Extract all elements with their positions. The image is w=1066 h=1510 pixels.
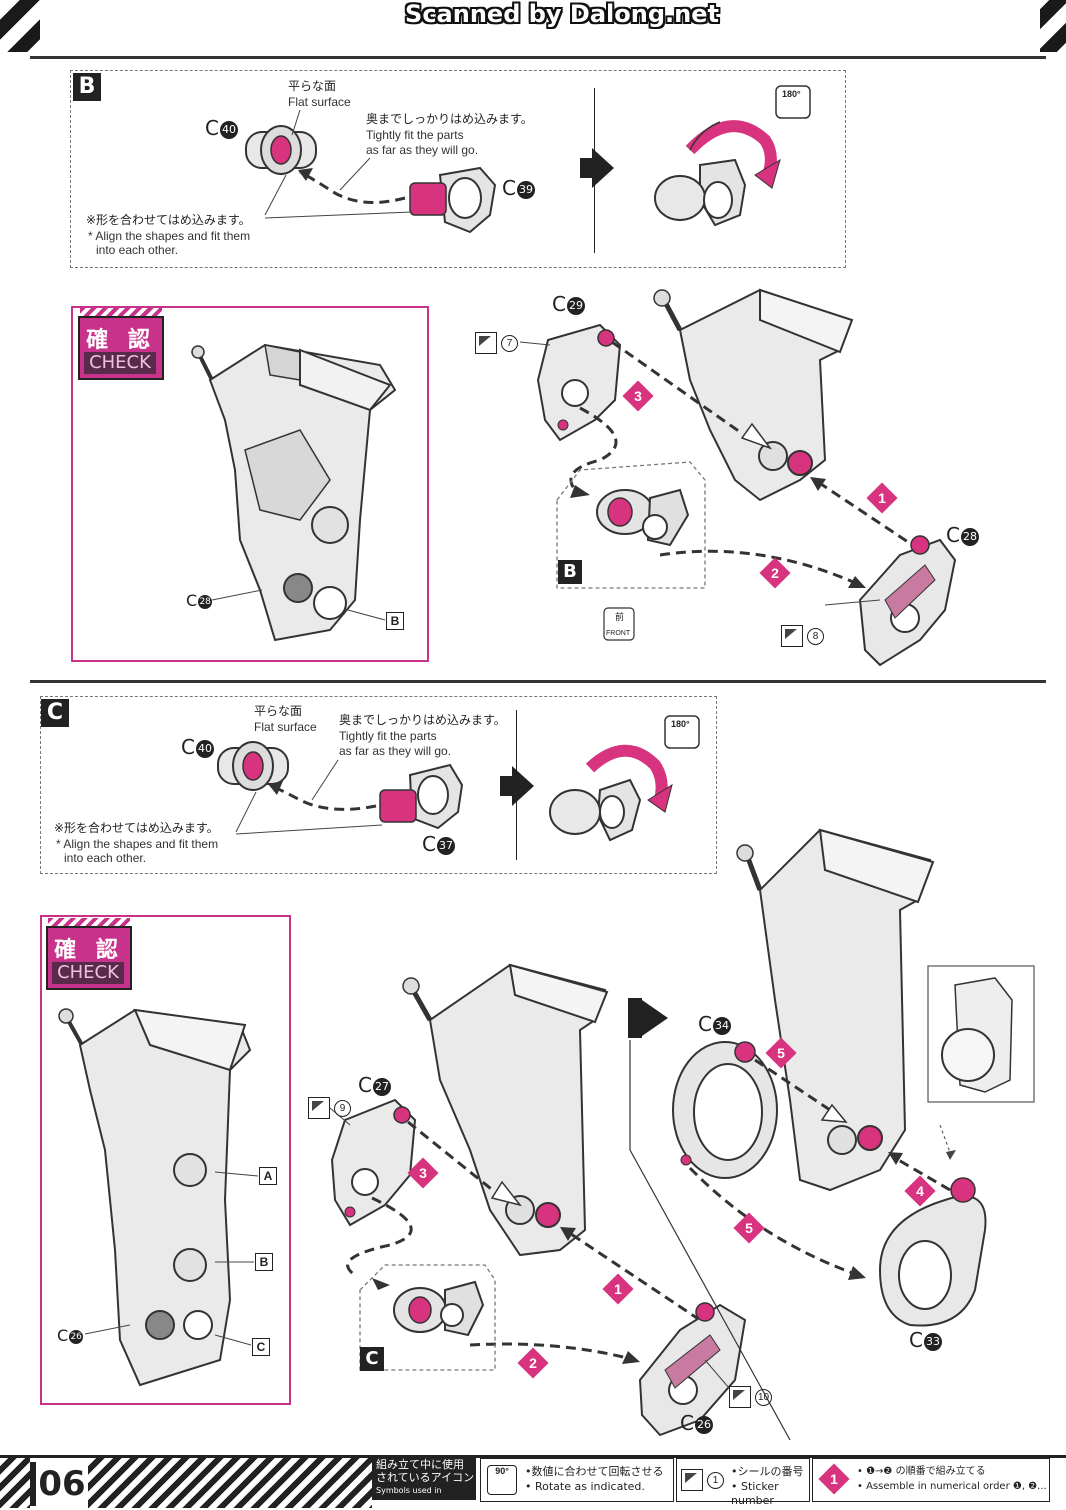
panel-b-fit-jp: 奥までしっかりはめ込みます。 <box>366 112 533 126</box>
assembly-c-step-5b: 5 <box>733 1212 765 1244</box>
panel-c-fit-jp: 奥までしっかりはめ込みます。 <box>339 713 506 727</box>
panel-c-align-en-2: into each other. <box>64 851 147 865</box>
assembly-c-step-2: 2 <box>517 1347 549 1379</box>
front-icon-jp: 前 <box>615 612 625 622</box>
panel-c-flat-jp: 平らな面 <box>254 704 303 718</box>
panel-b-flat-en: Flat surface <box>288 95 351 109</box>
assembly-c-step-4: 4 <box>904 1175 936 1207</box>
legend-order-jp: • ❶→❷ の順番で組み立てる <box>857 1466 986 1477</box>
check-c-marker-a: A <box>259 1167 277 1185</box>
assembly-b-sticker-8: 8 <box>781 625 824 647</box>
check-c-badge: 確 認 CHECK <box>46 918 132 990</box>
panel-b-align-jp: ※形を合わせてはめ込みます。 <box>86 213 251 227</box>
panel-c-fit-en-2: as far as they will go. <box>339 744 452 758</box>
assembly-c-sticker-9: 9 <box>308 1097 351 1119</box>
panel-c-align-jp: ※形を合わせてはめ込みます。 <box>54 821 219 835</box>
section-rule <box>30 680 1046 683</box>
legend-rotate-en: • Rotate as indicated. <box>525 1480 645 1493</box>
footer-stripe <box>0 1458 30 1508</box>
header-inner <box>40 0 1040 52</box>
legend-rotate: 90° •数値に合わせて回転させる • Rotate as indicated. <box>480 1458 674 1502</box>
legend-sticker-en: • Sticker number <box>731 1480 779 1507</box>
panel-c-letter: C <box>41 699 69 727</box>
check-b-marker-b: B <box>386 612 404 630</box>
panel-b-result-drawing <box>654 120 781 227</box>
legend-sticker-icon: 1 <box>681 1469 724 1491</box>
assembly-c-step-5a: 5 <box>765 1037 797 1069</box>
legend-order-icon: 1 <box>818 1463 850 1495</box>
panel-c-fit-en-1: Tightly fit the parts <box>339 729 437 743</box>
assembly-c-sticker-10: 10 <box>729 1386 772 1408</box>
legend-sticker: 1 •シールの番号 • Sticker number <box>676 1458 810 1507</box>
page-number: 06 <box>30 1462 88 1506</box>
assembly-c-step-3: 3 <box>407 1157 439 1189</box>
panel-b-fit-en-1: Tightly fit the parts <box>366 128 464 142</box>
panel-c-rotate-label: 180° <box>671 719 690 729</box>
legend-sticker-jp: •シールの番号 <box>731 1465 804 1478</box>
panel-c-align-en-1: * Align the shapes and fit them <box>56 837 219 851</box>
legend-rotate-jp: •数値に合わせて回転させる <box>525 1465 664 1478</box>
panel-b-fit-en-2: as far as they will go. <box>366 143 479 157</box>
panel-b-align-en-2: into each other. <box>96 243 179 257</box>
part-c39-drawing <box>409 166 497 234</box>
assembly-b-sub-marker: B <box>558 560 582 584</box>
part-c40-drawing <box>245 125 317 175</box>
check-b-badge: 確 認 CHECK <box>78 308 164 380</box>
front-icon-en: FRONT <box>606 630 631 637</box>
legend-order: 1 • ❶→❷ の順番で組み立てる • Assemble in numerica… <box>812 1458 1050 1502</box>
panel-b-align-en-1: * Align the shapes and fit them <box>88 229 251 243</box>
check-c-marker-b: B <box>255 1253 273 1271</box>
legend-header: 組み立て中に使用 されているアイコン Symbols used in instr… <box>372 1458 476 1508</box>
legend-rotate-icon: 90° <box>487 1465 517 1495</box>
panel-b-frame <box>70 70 846 268</box>
legend-order-en: • Assemble in numerical order ❶, ❷... <box>857 1481 1047 1492</box>
panel-c-frame <box>40 696 717 874</box>
footer-rule <box>0 1455 1066 1458</box>
check-b-frame <box>71 306 429 662</box>
panel-b-flat-jp: 平らな面 <box>288 79 337 93</box>
panel-b-rotate-label: 180° <box>782 89 801 99</box>
assembly-c-step-1: 1 <box>602 1273 634 1305</box>
check-c-frame <box>40 915 291 1405</box>
panel-b-letter: B <box>73 73 101 101</box>
header-rule <box>30 56 1046 59</box>
panel-c-flat-en: Flat surface <box>254 720 317 734</box>
assembly-c-sub-marker: C <box>360 1347 384 1371</box>
footer-stripe-mid <box>88 1458 372 1508</box>
assembly-b-sticker-7: 7 <box>475 332 518 354</box>
check-c-marker-c: C <box>252 1338 270 1356</box>
scan-title: Scanned by Dalong.net <box>405 0 719 28</box>
